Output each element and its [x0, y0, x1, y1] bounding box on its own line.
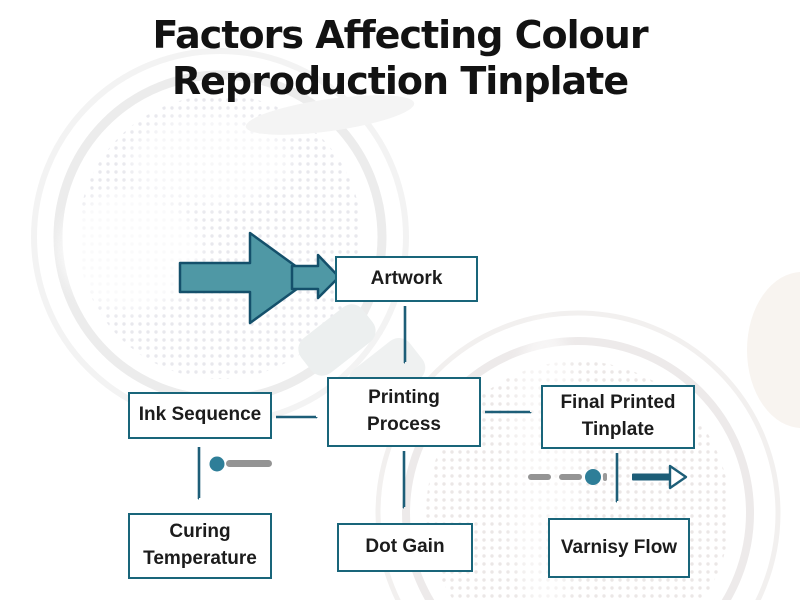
node-ink-sequence-label: Ink Sequence — [138, 404, 262, 426]
page-title-line2: Reproduction Tinplate — [171, 59, 629, 103]
node-printing-process-label: Printing Process — [367, 387, 441, 435]
node-artwork: Artwork — [335, 256, 478, 302]
node-dot-gain: Dot Gain — [337, 523, 473, 572]
halftone-circle-top-left — [31, 48, 409, 426]
node-curing-temperature: Curing Temperature — [128, 513, 272, 579]
node-final-printed-tinplate-label: Final Printed Tinplate — [560, 392, 676, 440]
large-flow-arrow-icon — [178, 231, 341, 325]
node-artwork-label: Artwork — [370, 267, 443, 289]
small-flow-arrow-icon — [632, 464, 688, 490]
node-curing-temperature-label: Curing Temperature — [143, 521, 257, 569]
slider-right-icon — [528, 469, 607, 485]
node-final-printed-tinplate: Final Printed Tinplate — [541, 385, 695, 449]
page-title: Factors Affecting Colour Reproduction Ti… — [0, 12, 800, 104]
node-varnisy-flow-label: Varnisy Flow — [560, 536, 678, 558]
node-printing-process: Printing Process — [327, 377, 481, 447]
node-ink-sequence: Ink Sequence — [128, 392, 272, 439]
node-dot-gain-label: Dot Gain — [365, 536, 445, 558]
slider-left-icon — [209, 456, 272, 472]
node-varnisy-flow: Varnisy Flow — [548, 518, 690, 578]
page-title-line1: Factors Affecting Colour — [152, 13, 648, 57]
